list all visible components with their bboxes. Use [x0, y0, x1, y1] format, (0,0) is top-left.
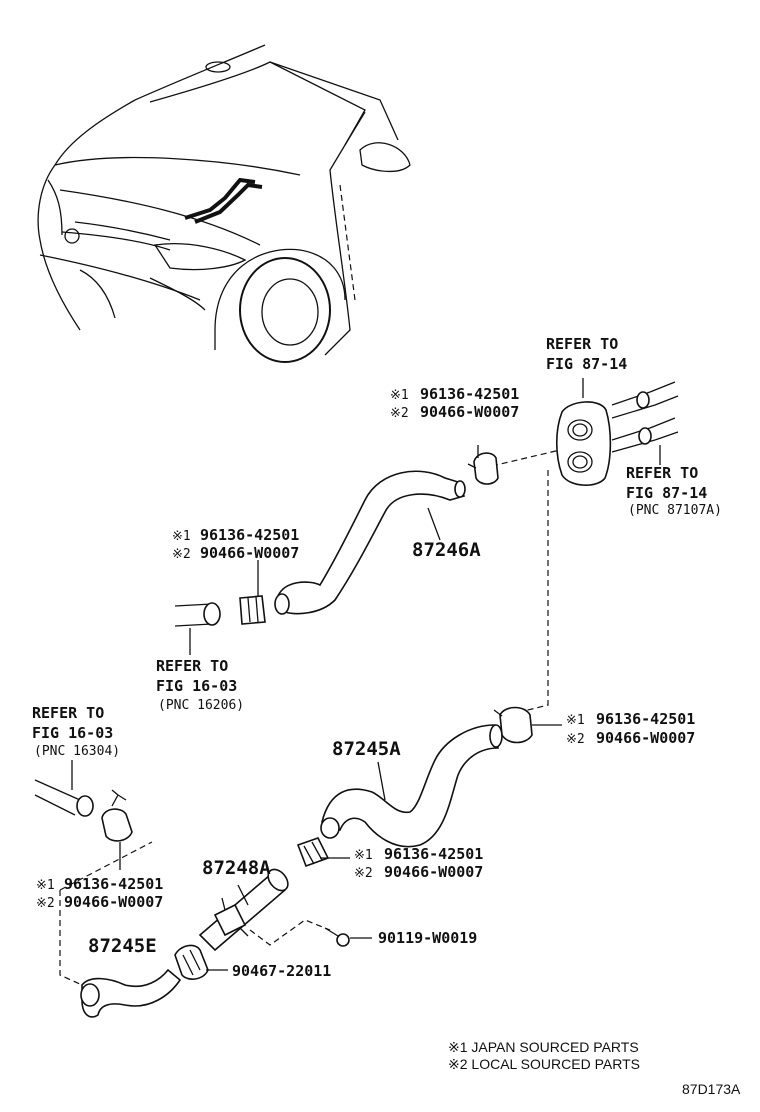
figure-id: 87D173A	[682, 1081, 741, 1097]
mark1-e: ※1	[36, 878, 55, 893]
pipe-left-16206	[174, 560, 266, 655]
hose-87245e	[59, 890, 182, 1018]
label-90467: 90467-22011	[232, 962, 331, 980]
clip-part-a-3: 96136-42501	[596, 710, 695, 728]
mark2-e: ※2	[36, 896, 55, 911]
grommet-assembly	[556, 378, 679, 486]
mark2-d: ※2	[354, 866, 373, 881]
clip-part-b-1: 90466-W0007	[420, 403, 519, 421]
pipe-87248a	[198, 868, 331, 952]
label-fig-16-03-1: FIG 16-03	[156, 677, 237, 695]
label-87246a: 87246A	[412, 539, 481, 561]
mark1-a: ※1	[390, 388, 409, 403]
note-japan: ※1 JAPAN SOURCED PARTS	[448, 1039, 639, 1055]
label-refer-to-3: REFER TO	[156, 657, 228, 675]
clip-part-b-4: 90466-W0007	[384, 863, 483, 881]
clip-87245a-top	[493, 706, 562, 744]
pipe-left-16304	[34, 760, 153, 891]
clip-part-b-3: 90466-W0007	[596, 729, 695, 747]
label-refer-to-1: REFER TO	[546, 335, 618, 353]
clip-part-b-5: 90466-W0007	[64, 893, 163, 911]
clip-lower-mid	[296, 837, 350, 868]
clip-part-a-1: 96136-42501	[420, 385, 519, 403]
mark1-d: ※1	[354, 848, 373, 863]
bolt-90119	[324, 927, 372, 947]
clip-part-a-4: 96136-42501	[384, 845, 483, 863]
label-90119: 90119-W0019	[378, 929, 477, 947]
label-87245e: 87245E	[88, 935, 157, 957]
car-illustration	[37, 44, 411, 363]
hose-87245a	[320, 470, 549, 848]
label-fig-87-14-2: FIG 87-14	[626, 484, 707, 502]
label-87248a: 87248A	[202, 857, 271, 879]
mark2-a: ※2	[390, 406, 409, 421]
label-87245a: 87245A	[332, 738, 401, 760]
clip-part-a-5: 96136-42501	[64, 875, 163, 893]
hose-87246a	[274, 449, 561, 615]
clip-part-a-2: 96136-42501	[200, 526, 299, 544]
mark1-b: ※1	[172, 529, 191, 544]
label-refer-to-4: REFER TO	[32, 704, 104, 722]
mark1-c: ※1	[566, 713, 585, 728]
mark2-c: ※2	[566, 732, 585, 747]
clip-part-b-2: 90466-W0007	[200, 544, 299, 562]
label-pnc-87107a: (PNC 87107A)	[628, 503, 722, 518]
label-pnc-16206: (PNC 16206)	[158, 698, 244, 713]
label-fig-87-14-1: FIG 87-14	[546, 355, 627, 373]
label-pnc-16304: (PNC 16304)	[34, 744, 120, 759]
clip-upper	[467, 445, 499, 485]
clamp-90467	[174, 944, 228, 980]
label-refer-to-2: REFER TO	[626, 464, 698, 482]
note-local: ※2 LOCAL SOURCED PARTS	[448, 1056, 640, 1072]
mark2-b: ※2	[172, 547, 191, 562]
label-fig-16-03-2: FIG 16-03	[32, 724, 113, 742]
